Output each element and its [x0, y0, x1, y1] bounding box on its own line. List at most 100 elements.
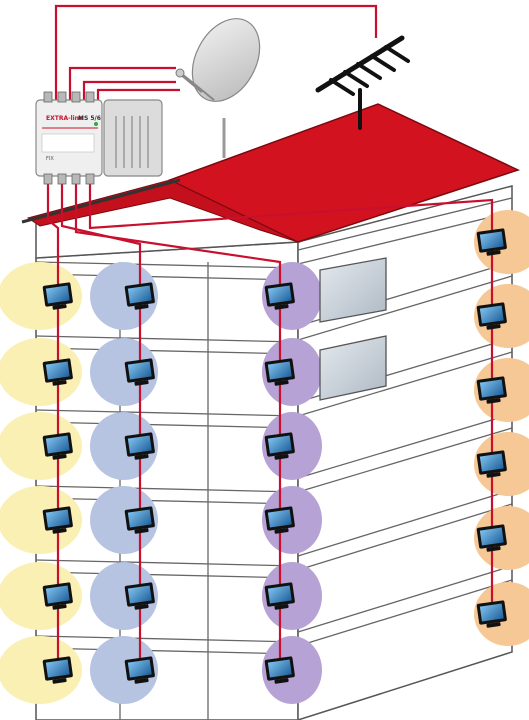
tv-screen	[267, 585, 292, 604]
floor-line	[297, 197, 513, 251]
floor-line	[35, 635, 299, 643]
tv-screen	[127, 435, 152, 454]
tv-stand	[134, 528, 149, 534]
tv-stand	[274, 528, 289, 534]
tv-icon	[124, 358, 155, 386]
floor-line	[35, 409, 299, 417]
floor-line	[297, 275, 513, 341]
floor-line	[35, 647, 299, 655]
tv-stand	[52, 604, 67, 610]
tv-stand	[486, 324, 501, 330]
floor-line	[297, 503, 513, 571]
tv-screen	[127, 361, 152, 380]
switch-input-ports	[43, 91, 95, 103]
tv-screen	[479, 527, 504, 546]
tv-icon	[264, 582, 295, 610]
tv-stand	[486, 546, 501, 552]
multiswitch: EXTRA-line MS 5/6 FIX	[35, 91, 163, 185]
floor-line	[297, 565, 513, 633]
tv-stand	[274, 604, 289, 610]
tv-icon	[264, 358, 295, 386]
switch-brand-label: EXTRA-line	[46, 115, 83, 122]
tv-stand	[274, 454, 289, 460]
tv-stand	[274, 380, 289, 386]
tv-screen	[479, 379, 504, 398]
tv-screen	[267, 285, 292, 304]
zone-yellow	[0, 636, 82, 704]
tv-icon	[124, 582, 155, 610]
tv-icon	[124, 656, 155, 684]
roof-left-slope	[26, 179, 299, 243]
floor-line	[35, 485, 299, 493]
switch-model-label: MS 5/6	[78, 115, 101, 122]
floor-line	[35, 273, 299, 281]
tv-stand	[52, 528, 67, 534]
window	[319, 335, 387, 401]
tv-icon	[476, 228, 507, 256]
tv-screen	[45, 285, 70, 304]
tv-screen	[127, 285, 152, 304]
tv-stand	[134, 454, 149, 460]
coax-cable	[96, 88, 180, 100]
floor-line	[297, 351, 513, 417]
tv-icon	[42, 506, 73, 534]
coax-cable	[88, 184, 494, 614]
coax-cable	[74, 184, 282, 670]
tv-stand	[134, 304, 149, 310]
switch-output-ports	[43, 173, 95, 185]
tv-stand	[52, 380, 67, 386]
floor-line	[35, 335, 299, 343]
tv-stand	[486, 398, 501, 404]
floor-line	[35, 559, 299, 567]
tv-icon	[264, 656, 295, 684]
tv-stand	[486, 250, 501, 256]
window	[319, 257, 387, 323]
floor-dividers	[35, 197, 513, 720]
floor-line	[35, 421, 299, 429]
tv-stand	[134, 380, 149, 386]
tv-icon	[476, 600, 507, 628]
tv-screen	[267, 659, 292, 678]
tv-screen	[127, 585, 152, 604]
tv-screen	[45, 659, 70, 678]
tv-icon	[476, 450, 507, 478]
tv-stand	[52, 454, 67, 460]
tv-stand	[274, 678, 289, 684]
heatsink-fins	[115, 116, 149, 168]
tv-icon	[476, 302, 507, 330]
tv-icon	[124, 506, 155, 534]
zone-yellow	[0, 262, 82, 330]
tv-icon	[264, 282, 295, 310]
tv-icon	[264, 432, 295, 460]
floor-line	[35, 347, 299, 355]
tv-screen	[267, 361, 292, 380]
coax-cable	[54, 4, 378, 100]
tv-screen	[45, 435, 70, 454]
tv-screen	[267, 435, 292, 454]
zone-yellow	[0, 412, 82, 480]
floor-line	[297, 579, 513, 647]
coax-cable	[82, 80, 176, 100]
tv-icon	[42, 656, 73, 684]
tv-stand	[52, 678, 67, 684]
tv-stand	[52, 304, 67, 310]
television-sets	[42, 228, 507, 684]
tv-screen	[479, 231, 504, 250]
zone-yellow	[0, 562, 82, 630]
tv-icon	[42, 358, 73, 386]
floor-line	[297, 489, 513, 557]
tv-icon	[42, 282, 73, 310]
floor-line	[297, 413, 513, 479]
tv-stand	[134, 604, 149, 610]
tv-icon	[124, 282, 155, 310]
tv-screen	[479, 305, 504, 324]
floor-line	[35, 497, 299, 505]
zone-yellow	[0, 338, 82, 406]
tv-icon	[264, 506, 295, 534]
tv-stand	[486, 622, 501, 628]
tv-icon	[42, 582, 73, 610]
tv-screen	[479, 603, 504, 622]
tv-screen	[127, 509, 152, 528]
tv-icon	[476, 376, 507, 404]
switch-small-label: FIX	[46, 156, 54, 162]
